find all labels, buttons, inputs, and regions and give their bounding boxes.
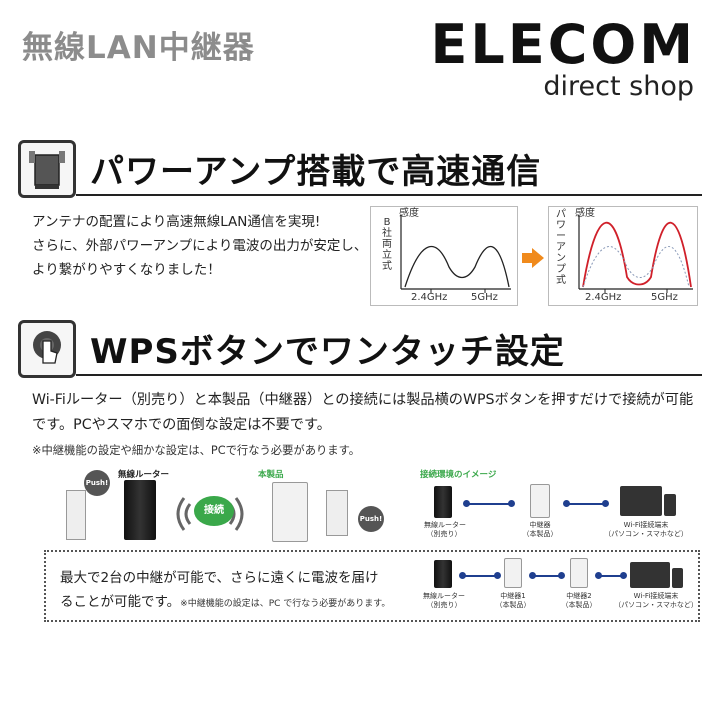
caption-line: （本製品） <box>495 601 531 609</box>
device-caption: Wi-Fi接続端末 （パソコン・スマホなど） <box>604 521 688 539</box>
arrow-right-icon <box>522 248 544 272</box>
text-line: アンテナの配置により高速無線LAN通信を実現! <box>32 214 321 230</box>
relay-note: ※中継機能の設定は、PC で行なう必要があります。 <box>180 599 391 609</box>
text-line: より繋がりやすくなりました！ <box>32 262 221 278</box>
caption-line: （別売り） <box>426 601 462 609</box>
connection-line <box>459 572 501 579</box>
router-image <box>124 480 156 540</box>
repeater-image <box>272 482 308 542</box>
brand-logo[interactable]: ELECOM direct shop <box>431 18 696 102</box>
connection-line <box>463 500 515 507</box>
router-image <box>434 560 452 588</box>
caption-line: （本製品） <box>561 601 597 609</box>
repeater-device-icon <box>18 140 76 198</box>
caption-line: 中継器 <box>529 521 551 529</box>
repeater-side <box>326 490 348 536</box>
caption-line: 中継器2 <box>566 592 592 600</box>
device-caption: 中継器 （本製品） <box>520 521 560 539</box>
repeater-image <box>570 558 588 588</box>
device-caption: 無線ルーター （別売り） <box>424 521 466 539</box>
connect-badge: 接続 <box>194 496 234 526</box>
laptop-image <box>630 562 670 588</box>
section2-description: Wi-Fiルーター（別売り）と本製品（中継器）との接続には製品横のWPSボタンを… <box>32 388 693 438</box>
section-heading-wps: WPSボタンでワンタッチ設定 <box>18 320 702 378</box>
section-divider <box>76 374 702 376</box>
caption-line: 無線ルーター <box>424 521 466 529</box>
caption-line: 中継器1 <box>500 592 526 600</box>
section-title: WPSボタンでワンタッチ設定 <box>90 332 565 372</box>
page-title: 無線LAN中継器 <box>22 30 255 66</box>
graph-competitor: 感度 B社 両立式 2.4GHz 5GHz <box>370 206 518 306</box>
connection-line <box>529 572 565 579</box>
phone-image <box>664 494 676 516</box>
graph-side-label: パワーアンプ式 <box>556 209 566 286</box>
graph-ylabel: 感度 <box>575 208 595 219</box>
section-heading-power-amp: パワーアンプ搭載で高速通信 <box>18 140 702 198</box>
text-line: さらに、外部パワーアンプにより電波の出力が安定し、 <box>32 238 368 254</box>
socket-outlet <box>66 490 86 540</box>
caption-line: （本製品） <box>522 530 558 538</box>
product-label: 本製品 <box>258 470 284 480</box>
graph-tick: 2.4GHz <box>585 292 622 303</box>
connection-line <box>595 572 627 579</box>
repeater-image <box>530 484 550 518</box>
section-title: パワーアンプ搭載で高速通信 <box>90 152 542 192</box>
router-image <box>434 486 452 518</box>
laptop-image <box>620 486 662 516</box>
section-divider <box>76 194 702 196</box>
brand-name: ELECOM <box>430 13 696 76</box>
device-caption: Wi-Fi接続端末 （パソコン・スマホなど） <box>614 592 698 610</box>
section2-note: ※中継機能の設定や細かな設定は、PCで行なう必要があります。 <box>32 444 361 457</box>
graph-ylabel: 感度 <box>399 208 419 219</box>
device-caption: 無線ルーター （別売り） <box>422 592 466 610</box>
graph-side-label: B社 両立式 <box>382 217 392 272</box>
env-title: 接続環境のイメージ <box>420 470 497 480</box>
connection-line <box>563 500 609 507</box>
relay-info-box <box>44 550 700 622</box>
push-badge: Push! <box>84 470 110 496</box>
text-line: 最大で2台の中継が可能で、さらに遠くに電波を届け <box>60 570 379 586</box>
caption-line: 無線ルーター <box>423 592 465 600</box>
relay-description: 最大で2台の中継が可能で、さらに遠くに電波を届け ることが可能です。※中継機能の… <box>60 566 390 616</box>
text-line: です。PCやスマホでの面倒な設定は不要です。 <box>32 417 331 433</box>
push-badge: Push! <box>358 506 384 532</box>
graph-tick: 5GHz <box>651 292 678 303</box>
graph-tick: 5GHz <box>471 292 498 303</box>
caption-line: （別売り） <box>426 530 462 538</box>
router-label: 無線ルーター <box>118 470 170 480</box>
graph-tick: 2.4GHz <box>411 292 448 303</box>
wave-icon <box>170 492 250 540</box>
caption-line: （パソコン・スマホなど） <box>604 530 688 538</box>
repeater-image <box>504 558 522 588</box>
device-caption: 中継器1 （本製品） <box>494 592 532 610</box>
brand-subtitle: direct shop <box>543 71 694 102</box>
text-line: Wi-Fiルーター（別売り）と本製品（中継器）との接続には製品横のWPSボタンを… <box>32 392 694 408</box>
caption-line: （パソコン・スマホなど） <box>614 601 698 609</box>
graph-power-amp: 感度 パワーアンプ式 2.4GHz 5GHz <box>548 206 698 306</box>
phone-image <box>672 568 683 588</box>
section1-description: アンテナの配置により高速無線LAN通信を実現! さらに、外部パワーアンプにより電… <box>32 210 367 282</box>
finger-press-icon <box>18 320 76 378</box>
caption-line: Wi-Fi接続端末 <box>623 521 669 529</box>
text-fragment: ることが可能です。 <box>60 594 181 610</box>
caption-line: Wi-Fi接続端末 <box>633 592 679 600</box>
text-line: ることが可能です。※中継機能の設定は、PC で行なう必要があります。 <box>60 590 390 616</box>
device-caption: 中継器2 （本製品） <box>560 592 598 610</box>
